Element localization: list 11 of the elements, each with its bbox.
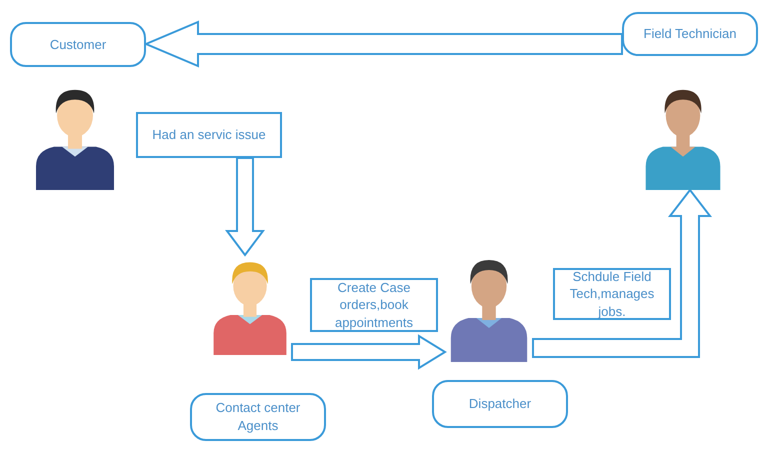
text-box: Had an servic issue: [136, 112, 282, 158]
rounded-label-box: Dispatcher: [432, 380, 568, 428]
block-arrow: [291, 334, 447, 370]
block-arrow: [532, 188, 712, 358]
block-arrow: [143, 20, 623, 68]
rounded-label-box: Contact center Agents: [190, 393, 326, 441]
block-arrow: [225, 157, 265, 257]
text-box: Create Case orders,book appointments: [310, 278, 438, 332]
rounded-label-box: Field Technician: [622, 12, 758, 56]
rounded-label-box: Customer: [10, 22, 146, 67]
text-box: Schdule Field Tech,manages jobs.: [553, 268, 671, 320]
